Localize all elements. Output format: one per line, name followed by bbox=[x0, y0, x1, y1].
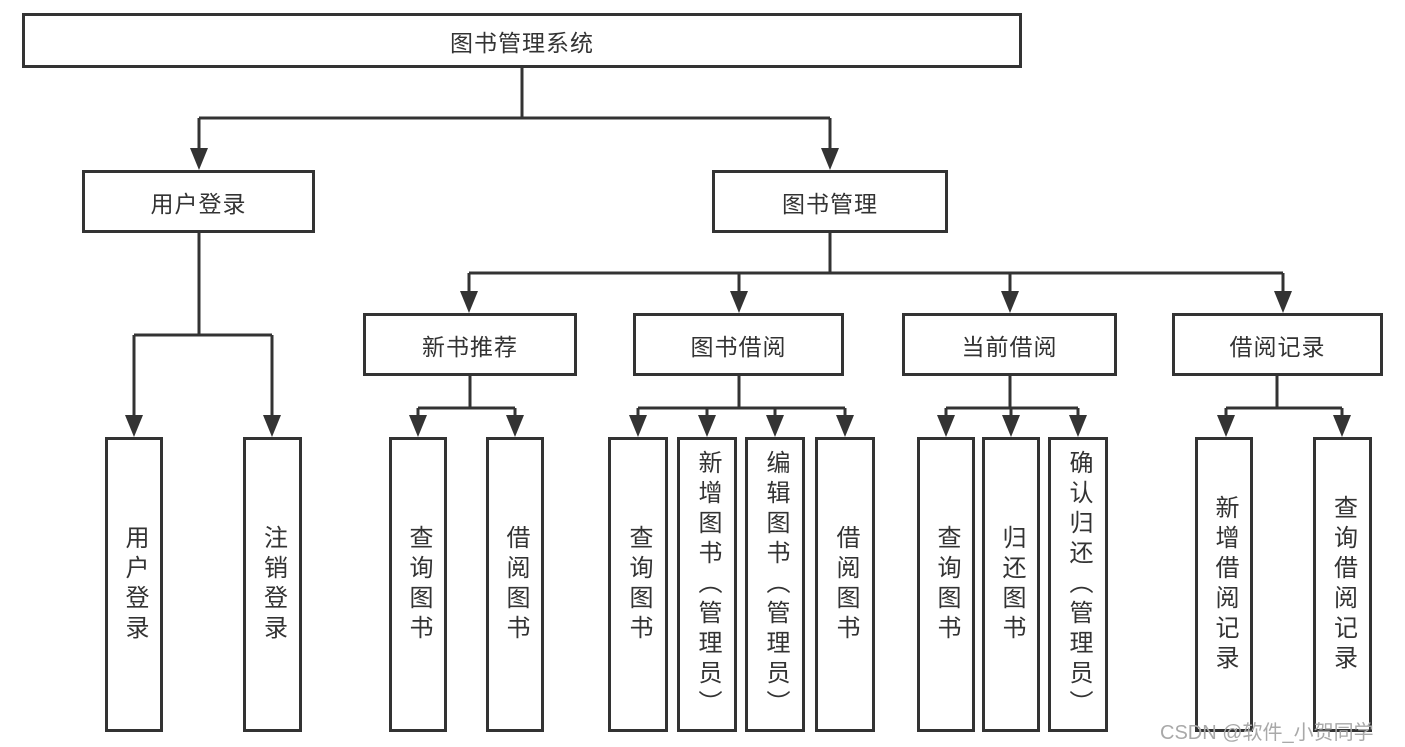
leaf-search-books-current: 查询图书 bbox=[917, 437, 975, 732]
node-label: 借阅记录 bbox=[1229, 333, 1326, 360]
leaf-label: 用户登录 bbox=[121, 524, 148, 645]
node-user-login: 用户登录 bbox=[82, 170, 315, 233]
leaf-label: 注销登录 bbox=[259, 524, 287, 645]
node-book-management: 图书管理 bbox=[712, 170, 948, 233]
leaf-add-borrowing-record: 新增借阅记录 bbox=[1195, 437, 1253, 732]
leaf-edit-books-admin: 编辑图书（管理员） bbox=[745, 437, 805, 732]
node-label: 新书推荐 bbox=[422, 333, 518, 360]
leaf-label: 新增图书（管理员） bbox=[694, 449, 721, 720]
leaf-borrow-books-borrowing: 借阅图书 bbox=[815, 437, 875, 732]
leaf-add-books-admin: 新增图书（管理员） bbox=[677, 437, 737, 732]
node-label: 图书管理系统 bbox=[450, 29, 594, 56]
leaf-user-login: 用户登录 bbox=[105, 437, 163, 732]
leaf-borrow-books-recommend: 借阅图书 bbox=[486, 437, 544, 732]
node-borrowing-records: 借阅记录 bbox=[1172, 313, 1383, 376]
leaf-return-books: 归还图书 bbox=[982, 437, 1040, 732]
leaf-label: 查询图书 bbox=[625, 524, 652, 645]
leaf-label: 确认归还（管理员） bbox=[1065, 449, 1092, 720]
leaf-logout-login: 注销登录 bbox=[243, 437, 302, 732]
node-new-book-recommendation: 新书推荐 bbox=[363, 313, 577, 376]
node-label: 图书管理 bbox=[782, 190, 878, 217]
leaf-search-books-borrowing: 查询图书 bbox=[608, 437, 668, 732]
leaf-label: 编辑图书（管理员） bbox=[762, 449, 789, 720]
node-library-management-system: 图书管理系统 bbox=[22, 13, 1022, 68]
node-label: 图书借阅 bbox=[690, 333, 787, 360]
leaf-label: 借阅图书 bbox=[502, 524, 529, 645]
node-current-borrowing: 当前借阅 bbox=[902, 313, 1117, 376]
leaf-confirm-return-admin: 确认归还（管理员） bbox=[1048, 437, 1108, 732]
leaf-search-books-recommend: 查询图书 bbox=[389, 437, 447, 732]
csdn-watermark: CSDN @软件_小贺同学 bbox=[1160, 722, 1374, 744]
node-label: 用户登录 bbox=[150, 190, 247, 217]
node-label: 当前借阅 bbox=[961, 333, 1058, 360]
leaf-label: 新增借阅记录 bbox=[1211, 494, 1238, 675]
node-book-borrowing: 图书借阅 bbox=[633, 313, 844, 376]
leaf-label: 查询借阅记录 bbox=[1329, 494, 1357, 675]
leaf-label: 查询图书 bbox=[933, 524, 960, 645]
arrowheads bbox=[125, 148, 1351, 437]
leaf-label: 借阅图书 bbox=[832, 524, 859, 645]
leaf-search-borrowing-record: 查询借阅记录 bbox=[1313, 437, 1372, 732]
leaf-label: 归还图书 bbox=[998, 524, 1025, 645]
leaf-label: 查询图书 bbox=[405, 524, 432, 645]
